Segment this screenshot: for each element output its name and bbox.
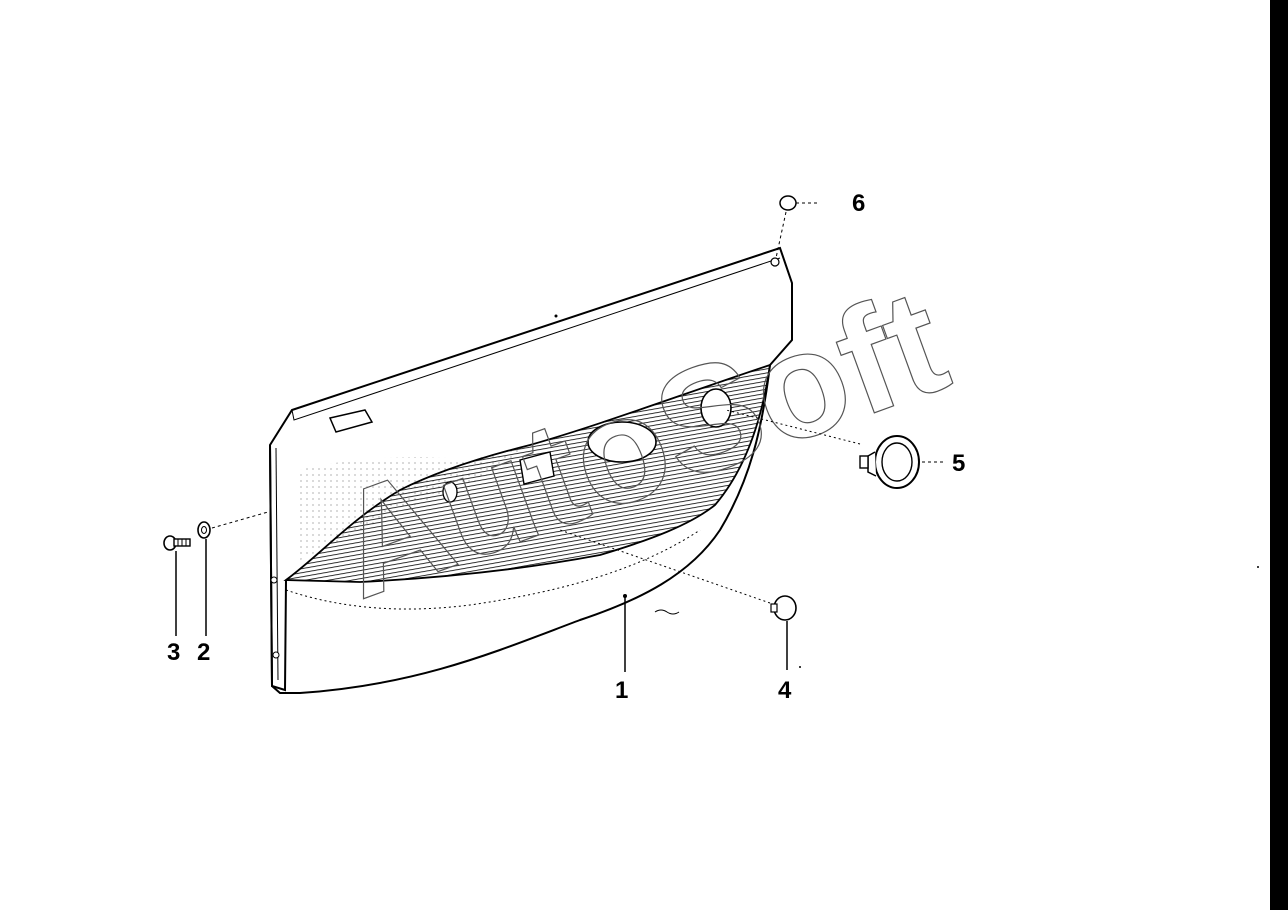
callout-2: 2 bbox=[197, 639, 210, 666]
scan-edge-bar bbox=[1270, 0, 1288, 910]
part-1-leader bbox=[623, 594, 627, 672]
part-3-screw bbox=[163, 535, 191, 636]
door-trim-panel bbox=[268, 246, 793, 694]
part-6-cap bbox=[775, 195, 820, 259]
callout-5: 5 bbox=[952, 450, 965, 477]
callout-6: 6 bbox=[852, 190, 865, 217]
callout-1: 1 bbox=[615, 677, 628, 704]
callout-4: 4 bbox=[778, 677, 792, 704]
part-2-washer bbox=[197, 511, 269, 636]
part-5-knob bbox=[725, 409, 946, 489]
callout-3: 3 bbox=[167, 639, 180, 666]
part-4-clip bbox=[559, 529, 797, 670]
